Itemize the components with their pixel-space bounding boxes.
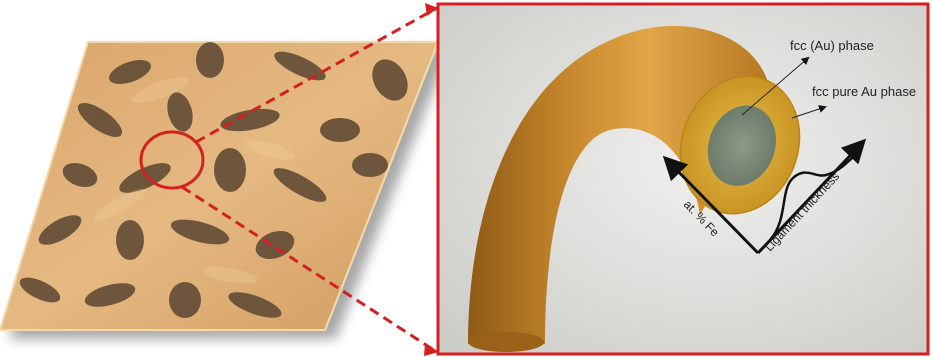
inner-phase-label: fcc (Au) phase bbox=[790, 38, 874, 53]
outer-phase-label: fcc pure Au phase bbox=[812, 84, 916, 99]
ligament-panel: fcc (Au) phase fcc pure Au phase at. % F… bbox=[438, 4, 928, 354]
tube-base bbox=[468, 332, 544, 352]
micrograph-panel bbox=[0, 42, 438, 330]
micrograph-background bbox=[0, 42, 438, 330]
